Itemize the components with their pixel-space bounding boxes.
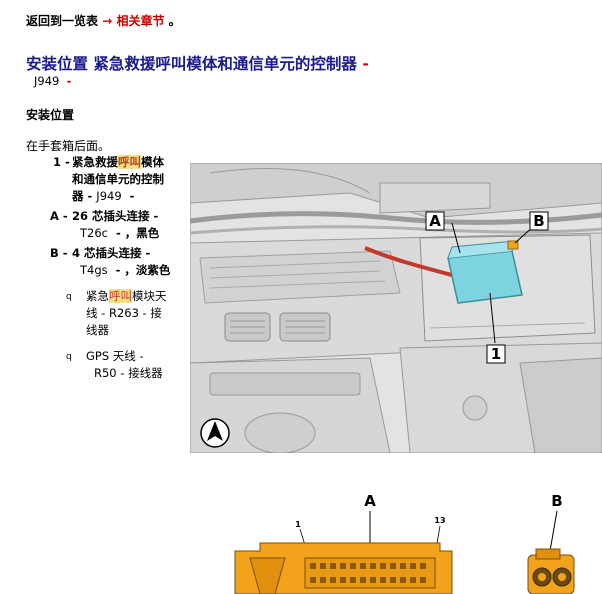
intro-text: 在手套箱后面。 [26, 139, 111, 153]
figure-label-1: 1 [491, 345, 501, 363]
bullet-marker: q [66, 352, 72, 362]
dashboard-illustration: A B 1 [190, 163, 602, 454]
legend-item-1-line3: 器 - J949 - [72, 189, 135, 203]
figure-label-b: B [533, 212, 544, 230]
nav-arrow: → [102, 14, 113, 28]
legend-item-b-line1: 4 芯插头连接 - [72, 246, 151, 260]
nav-end: 。 [168, 14, 181, 28]
legend-item-1-line1: 紧急救援呼叫模体 [72, 155, 164, 169]
legend-item-a-line2: T26c - ，黑色 [80, 226, 160, 240]
legend-bullet-1-line3: 线器 [86, 323, 109, 337]
legend-item-1-num: 1 - [53, 155, 70, 169]
highlight-term: 呼叫 [109, 289, 132, 303]
connector-label-b: B [551, 492, 562, 510]
connector-diagram: A B 1 13 [190, 453, 602, 594]
page-title-text: 安装位置 紧急救援呼叫模体和通信单元的控制器 [26, 55, 357, 73]
legend-item-b-num: B - [50, 246, 68, 260]
page-title: 安装位置 紧急救援呼叫模体和通信单元的控制器 - [26, 52, 369, 74]
title-dash: - [362, 55, 369, 73]
legend-bullet-2-line2: R50 - 接线器 [94, 366, 163, 380]
legend-item-b-line2: T4gs - ，淡紫色 [80, 263, 171, 277]
legend-item-a-num: A - [50, 209, 68, 223]
legend-item-a-line1: 26 芯插头连接 - [72, 209, 159, 223]
connector-label-a: A [364, 492, 376, 510]
bullet-marker: q [66, 292, 72, 302]
highlight-term: 呼叫 [118, 155, 141, 169]
figure-label-a: A [429, 212, 441, 230]
related-chapter-link[interactable]: 相关章节 [116, 14, 165, 28]
component-code-text: J949 [34, 74, 60, 88]
installation-figure: A B 1 A B 1 13 [190, 163, 602, 594]
legend-bullet-1-line2: 线 - R263 - 接 [86, 306, 162, 320]
component-code: J949 - [34, 74, 71, 88]
pin-label-1: 1 [295, 520, 301, 529]
component-code-dash: - [66, 74, 72, 88]
nav-line: 返回到一览表 → 相关章节 。 [26, 12, 181, 29]
section-heading: 安装位置 [26, 108, 75, 122]
pin-label-13: 13 [434, 516, 445, 525]
legend-item-1-line2: 和通信单元的控制 [72, 172, 164, 186]
back-to-overview-link[interactable]: 返回到一览表 [26, 14, 99, 28]
